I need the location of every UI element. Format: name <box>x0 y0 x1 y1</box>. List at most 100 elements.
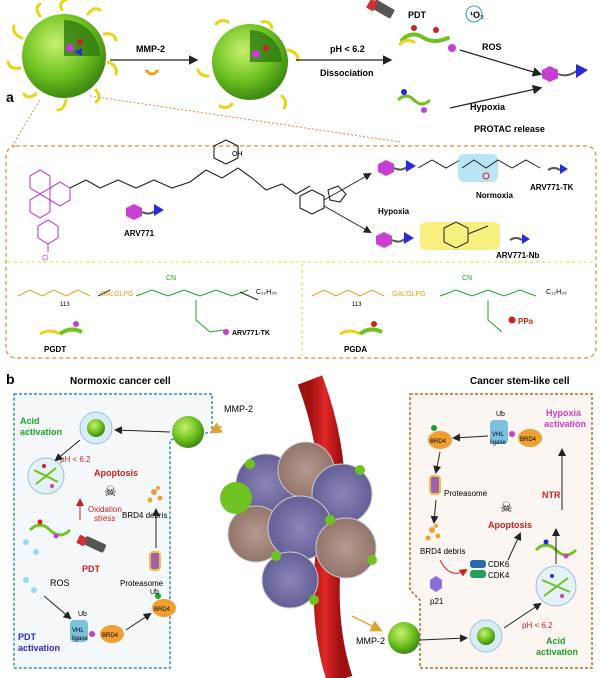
arrow-endocytosis-right <box>419 634 468 643</box>
hypoxia-act-2: activation <box>544 419 586 429</box>
nanoparticle-b-bottom <box>388 622 420 654</box>
brd4-left2-label: BRD4 <box>154 607 171 613</box>
brd4-debris-left-label: BRD4 debris <box>122 511 167 520</box>
brd4-left-label: BRD4 <box>102 633 119 639</box>
protac-release-label: PROTAC release <box>474 124 545 134</box>
ligase-left-label: ligase <box>72 636 88 642</box>
pgdt-structure <box>17 289 259 333</box>
mmp2-top-label: MMP-2 <box>224 404 253 414</box>
pdt-left-label: PDT <box>82 564 101 574</box>
arv771-icon <box>126 204 164 220</box>
arrow-ros <box>459 49 543 77</box>
acid-activation-l1: Acid <box>20 416 40 426</box>
arrow-to-nb <box>323 205 372 233</box>
arrow-hypoxia <box>449 84 543 109</box>
ph-label: pH < 6.2 <box>330 44 365 54</box>
ligase-right-label: ligase <box>490 440 506 446</box>
oxidation-stress-2: stress <box>94 514 115 523</box>
c12h25-2-label: C₁₂H₂₅ <box>546 289 567 296</box>
ros-label: ROS <box>482 42 502 52</box>
ternary-complex-left <box>70 620 124 643</box>
dissociation-label: Dissociation <box>320 68 374 78</box>
normoxia-label: Normoxia <box>476 191 513 200</box>
brd4-right2-label: BRD4 <box>520 437 537 443</box>
ppa-bead <box>508 316 516 324</box>
cl-label: Cl <box>42 255 49 262</box>
p21-icon <box>430 576 442 592</box>
cn2-label: CN <box>462 275 472 282</box>
released-polymer-pdt <box>398 25 456 52</box>
cdk-complex <box>470 560 486 578</box>
arv771-tk-tag-label: ARV771-TK <box>232 330 270 337</box>
mmp2-label: MMP-2 <box>136 44 165 54</box>
nanoparticle-1 <box>6 0 118 112</box>
ppa-label: PPa <box>518 317 534 326</box>
proteasome-right-label: Proteasome <box>444 489 488 498</box>
pgda-structure <box>311 289 537 333</box>
nanoparticle-2 <box>196 18 300 110</box>
arv771-nb-label: ARV771-Nb <box>496 251 540 260</box>
laser-icon <box>366 0 395 19</box>
vhl-left-label: VHL <box>72 628 84 634</box>
mmp2-bottom-label: MMP-2 <box>356 636 385 646</box>
arv771-nb-tag-icon <box>509 234 530 244</box>
arrow-mmp2-bottom <box>351 615 383 632</box>
arv771-structure <box>29 139 347 252</box>
zoom-line-right <box>89 95 401 143</box>
peptide-label: GALGLPG <box>100 291 133 298</box>
arv771-nb-structure <box>376 221 500 250</box>
pgda-label: PGDA <box>344 345 367 354</box>
panel-b-label: b <box>6 371 15 387</box>
arrow-to-tk <box>323 173 372 201</box>
ros-bubble <box>23 577 29 583</box>
polymer-left <box>23 519 72 555</box>
vhl-right-label: VHL <box>492 432 504 438</box>
cn-label: CN <box>166 275 176 282</box>
hypoxia-act-1: Hypoxia <box>546 408 582 418</box>
singlet-oxygen-label: ¹O₂ <box>470 10 484 20</box>
arrow-acid-right <box>503 602 542 629</box>
acid-activation-l2: activation <box>20 427 62 437</box>
arrow-mmp2-top <box>209 422 223 434</box>
endosome-left <box>79 411 113 445</box>
normoxic-title: Normoxic cancer cell <box>70 376 171 387</box>
oh-label: OH <box>232 151 243 158</box>
hypoxia-chem-label: Hypoxia <box>378 207 410 216</box>
skull-icon-left: ☠ <box>104 483 117 499</box>
cdk4-label: CDK4 <box>488 571 510 580</box>
dissociated-right <box>535 565 577 607</box>
arrow-proteasome-right <box>433 451 442 474</box>
zoom-line-left <box>11 99 41 147</box>
ph-right-label: pH < 6.2 <box>522 621 553 630</box>
pdt-label: PDT <box>408 10 427 20</box>
arv771-tk-label: ARV771-TK <box>530 183 574 192</box>
arrow-pdt-release <box>43 595 72 620</box>
proteasome-left-icon <box>149 551 161 571</box>
chemistry-box <box>5 145 597 359</box>
apoptosis-right-label: Apoptosis <box>488 520 532 530</box>
enzyme-icon <box>144 69 160 76</box>
arrow-debris-right <box>430 499 439 524</box>
protac-product <box>542 64 588 82</box>
p21-label: p21 <box>430 597 444 606</box>
arv771-tk-tag-icon <box>547 164 568 174</box>
tumor-cluster <box>220 375 377 678</box>
apoptosis-left-label: Apoptosis <box>94 468 138 478</box>
arv771-tk-structure <box>378 154 541 182</box>
repeat-label: 113 <box>60 302 70 308</box>
nanoparticle-b-top <box>172 416 204 448</box>
arrow-ubiquitination-left <box>125 612 152 631</box>
arrow-endocytosis <box>114 426 171 435</box>
proteasome-right-icon <box>429 475 441 495</box>
skull-icon-right: ☠ <box>500 499 513 515</box>
pdt-activation-1: PDT <box>18 632 37 642</box>
brd4-ub-left <box>152 593 176 617</box>
arv771-tk-bead <box>223 329 229 335</box>
released-polymer-hypoxia <box>396 89 432 113</box>
dissociated-left <box>27 457 65 495</box>
csc-title: Cancer stem-like cell <box>470 376 570 387</box>
ros-left-label: ROS <box>50 578 70 588</box>
pgda-icon <box>339 321 383 336</box>
hypoxia-label: Hypoxia <box>470 102 506 112</box>
pgdt-icon <box>39 321 83 336</box>
